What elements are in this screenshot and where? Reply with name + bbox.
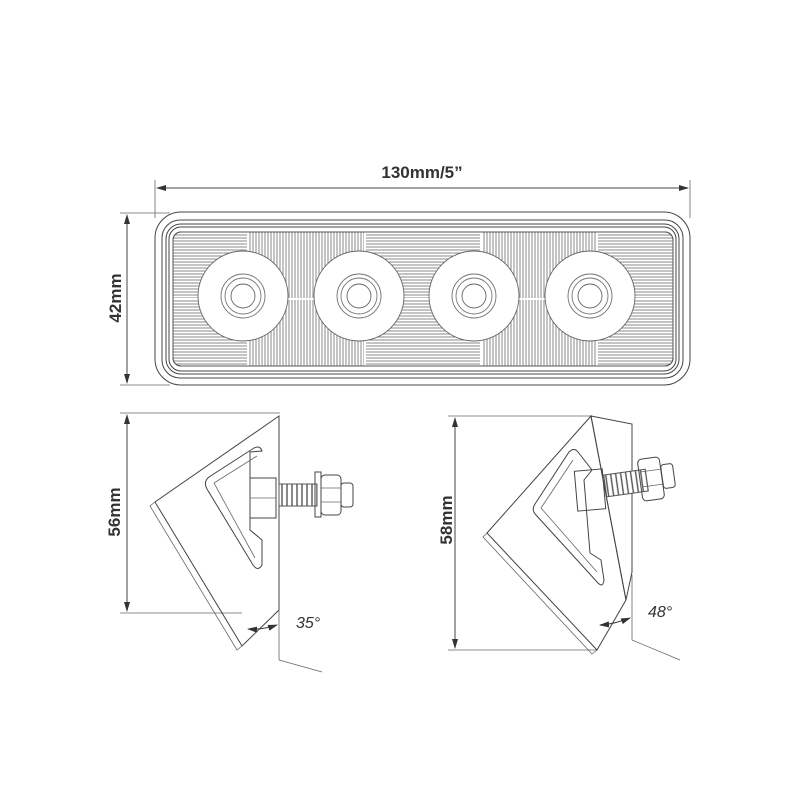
bracket-35-side-view: 56mm 35° xyxy=(105,412,354,673)
angle-48-label: 48° xyxy=(648,604,673,621)
led-lens xyxy=(544,250,636,342)
height-label: 42mm xyxy=(106,273,125,322)
height-dimension: 42mm xyxy=(106,212,170,386)
angle-35-label: 35° xyxy=(296,615,321,632)
bracket-48-side-view: 58mm 48° xyxy=(437,414,681,661)
bracket-35-height-label: 56mm xyxy=(105,487,124,536)
led-lens xyxy=(197,250,289,342)
lamp-front-view xyxy=(154,211,691,386)
width-dimension: 130mm/5” xyxy=(154,163,691,218)
led-lens xyxy=(428,250,520,342)
width-label: 130mm/5” xyxy=(381,163,462,182)
led-lens xyxy=(313,250,405,342)
bracket-48-height-label: 58mm xyxy=(437,495,456,544)
